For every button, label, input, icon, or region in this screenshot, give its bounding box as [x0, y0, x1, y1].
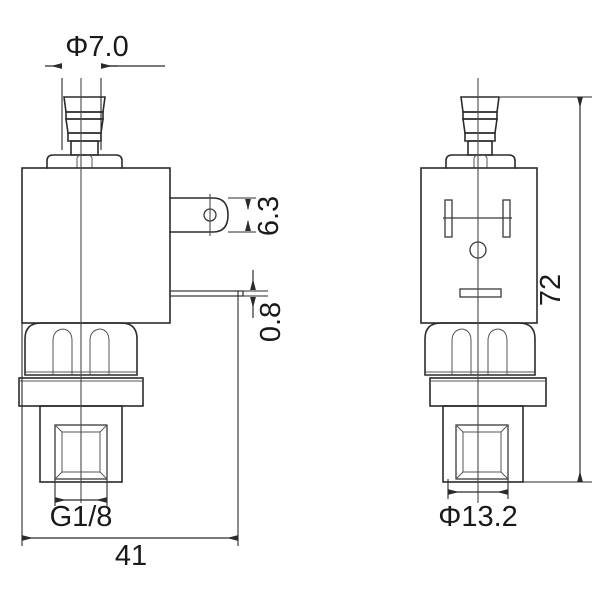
dimension-label-41: 41	[115, 540, 147, 572]
dimension-dia-13-2: Φ13.2	[438, 479, 518, 533]
dimension-label-72: 72	[535, 274, 567, 306]
side-port-body	[442, 405, 524, 483]
front-solenoid-body	[21, 167, 171, 324]
front-connector-tab	[169, 194, 229, 236]
side-view-group	[420, 78, 547, 503]
front-hose-barb	[63, 96, 106, 156]
side-hex-nut	[424, 322, 536, 376]
front-view-group	[18, 78, 244, 503]
dimension-dia-7: Φ7.0	[45, 31, 165, 150]
side-solenoid-body	[420, 167, 538, 324]
dimension-label-thread-g18: G1/8	[50, 501, 113, 533]
front-barb-collar	[46, 154, 123, 169]
side-hose-barb	[460, 96, 500, 156]
dimension-6-3: 6.3	[228, 196, 285, 236]
side-washer-flange	[429, 377, 547, 407]
front-flat-pin	[169, 290, 244, 297]
dimension-0-8: 0.8	[243, 270, 287, 342]
side-barb-collar	[445, 154, 516, 169]
dimension-41: 41	[21, 291, 239, 572]
side-slot-detail	[459, 288, 502, 298]
dimension-72: 72	[500, 96, 592, 483]
dimension-label-6-3: 6.3	[253, 196, 285, 236]
dimension-label-dia-7: Φ7.0	[65, 31, 128, 63]
dimension-thread-g18: G1/8	[50, 479, 113, 533]
dimension-label-dia-13-2: Φ13.2	[438, 501, 518, 533]
dimension-label-0-8: 0.8	[255, 302, 287, 342]
